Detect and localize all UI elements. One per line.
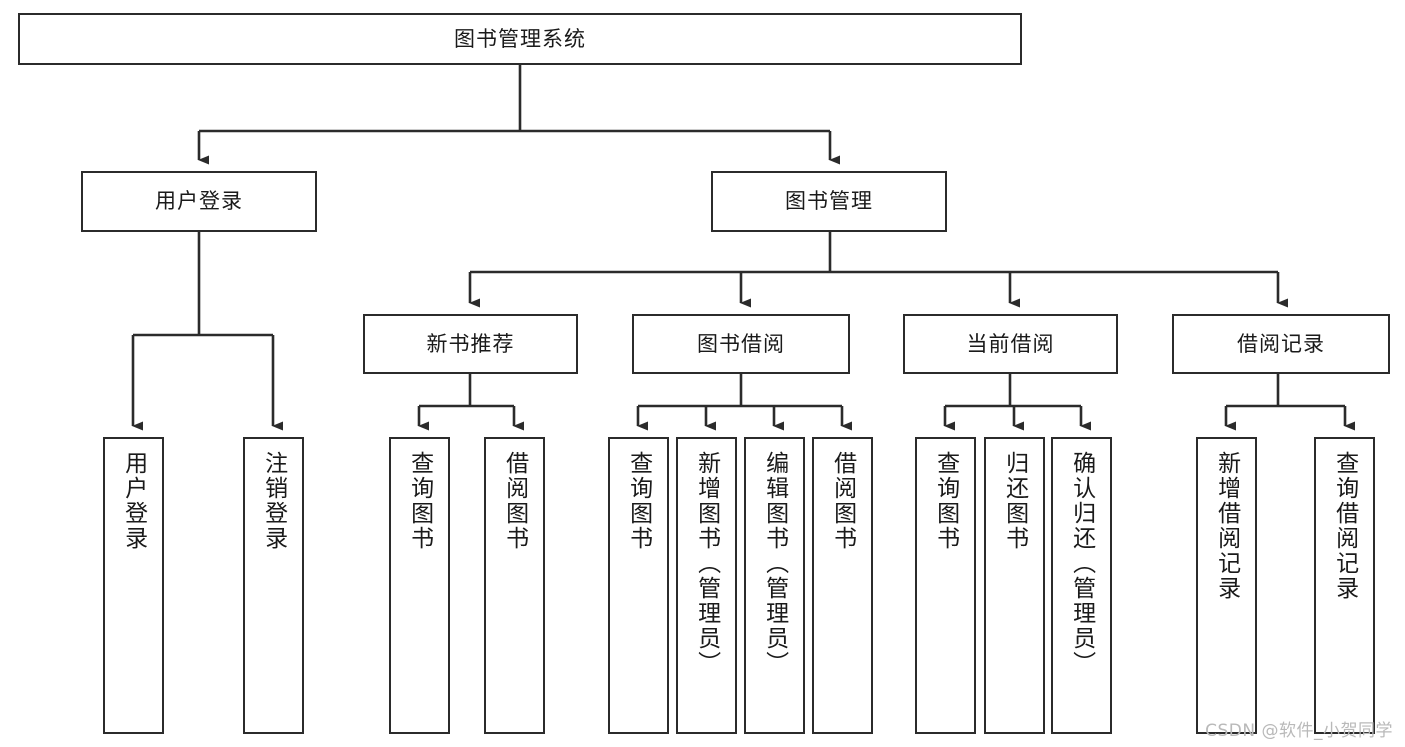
leaf-current-borrow-return[interactable]: 归还图书	[984, 437, 1045, 734]
leaf-new-book-query[interactable]: 查询图书	[389, 437, 450, 734]
leaf-book-borrow-add[interactable]: 新增图书（管理员）	[676, 437, 737, 734]
leaf-user-login-logout[interactable]: 注销登录	[243, 437, 304, 734]
node-book-borrow[interactable]: 图书借阅	[632, 314, 850, 374]
csdn-watermark: CSDN @软件_小贺同学	[1205, 721, 1393, 741]
leaf-label: 查询图书	[625, 451, 652, 551]
leaf-book-borrow-edit[interactable]: 编辑图书（管理员）	[744, 437, 805, 734]
node-current-borrow-label: 当前借阅	[966, 331, 1055, 356]
node-borrow-record[interactable]: 借阅记录	[1172, 314, 1390, 374]
node-book-management-label: 图书管理	[785, 189, 873, 214]
leaf-label: 新增借阅记录	[1213, 451, 1240, 601]
node-book-management[interactable]: 图书管理	[711, 171, 947, 232]
leaf-label: 注销登录	[260, 451, 287, 551]
leaf-new-book-borrow[interactable]: 借阅图书	[484, 437, 545, 734]
leaf-book-borrow-borrow[interactable]: 借阅图书	[812, 437, 873, 734]
leaf-label: 新增图书（管理员）	[693, 451, 720, 676]
leaf-label: 借阅图书	[501, 451, 528, 551]
leaf-book-borrow-query[interactable]: 查询图书	[608, 437, 669, 734]
leaf-label: 归还图书	[1001, 451, 1028, 551]
node-new-book-recommend-label: 新书推荐	[426, 331, 515, 356]
leaf-label: 借阅图书	[829, 451, 856, 551]
node-current-borrow[interactable]: 当前借阅	[903, 314, 1118, 374]
node-user-login-label: 用户登录	[155, 189, 243, 214]
node-root-label: 图书管理系统	[454, 26, 586, 51]
node-book-borrow-label: 图书借阅	[697, 331, 785, 356]
node-user-login[interactable]: 用户登录	[81, 171, 317, 232]
leaf-current-borrow-query[interactable]: 查询图书	[915, 437, 976, 734]
leaf-label: 编辑图书（管理员）	[761, 451, 788, 676]
leaf-label: 查询借阅记录	[1331, 451, 1358, 601]
leaf-user-login-login[interactable]: 用户登录	[103, 437, 164, 734]
leaf-borrow-record-query[interactable]: 查询借阅记录	[1314, 437, 1375, 734]
leaf-label: 查询图书	[406, 451, 433, 551]
leaf-borrow-record-add[interactable]: 新增借阅记录	[1196, 437, 1257, 734]
leaf-label: 确认归还（管理员）	[1068, 451, 1095, 676]
node-borrow-record-label: 借阅记录	[1237, 331, 1325, 356]
leaf-label: 用户登录	[120, 451, 147, 551]
node-new-book-recommend[interactable]: 新书推荐	[363, 314, 578, 374]
leaf-current-borrow-confirm[interactable]: 确认归还（管理员）	[1051, 437, 1112, 734]
node-root[interactable]: 图书管理系统	[18, 13, 1022, 65]
leaf-label: 查询图书	[932, 451, 959, 551]
